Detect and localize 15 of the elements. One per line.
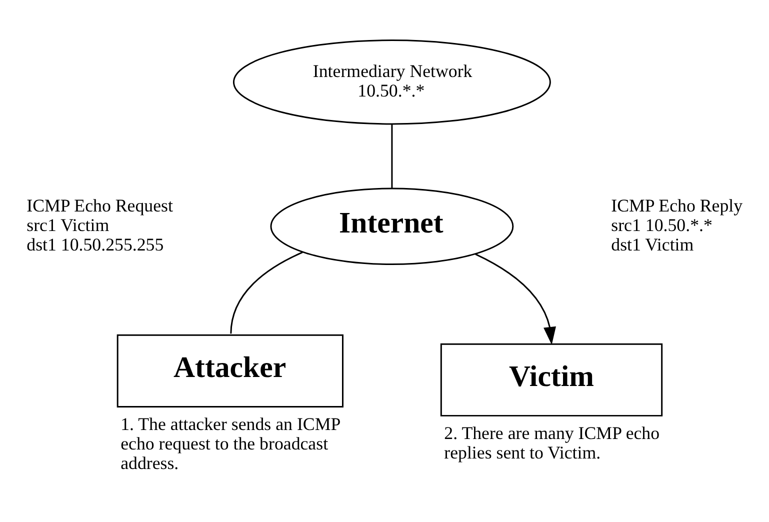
label: ICMP Echo Reply — [611, 196, 743, 216]
connector — [230, 252, 303, 334]
connector — [391, 124, 393, 188]
node-box: Attacker — [116, 334, 344, 408]
label: dst1 10.50.255.255 — [26, 234, 164, 254]
node-label: 1. The attacker sends an ICMP echo request to the broadcast address. — [120, 414, 341, 473]
node-ellipse: Intermediary Network 10.50.*.* — [232, 40, 551, 125]
node-ellipse: Internet — [270, 188, 514, 265]
label: src1 10.50.*.* — [611, 215, 712, 235]
node-box: Victim — [440, 343, 663, 416]
label: ICMP Echo Request — [26, 196, 173, 216]
arrow — [475, 254, 556, 345]
label: dst1 Victim — [611, 234, 694, 254]
node-label: 2. There are many ICMP echo replies sent to Victim. — [444, 422, 660, 462]
label: src1 Victim — [26, 215, 110, 235]
